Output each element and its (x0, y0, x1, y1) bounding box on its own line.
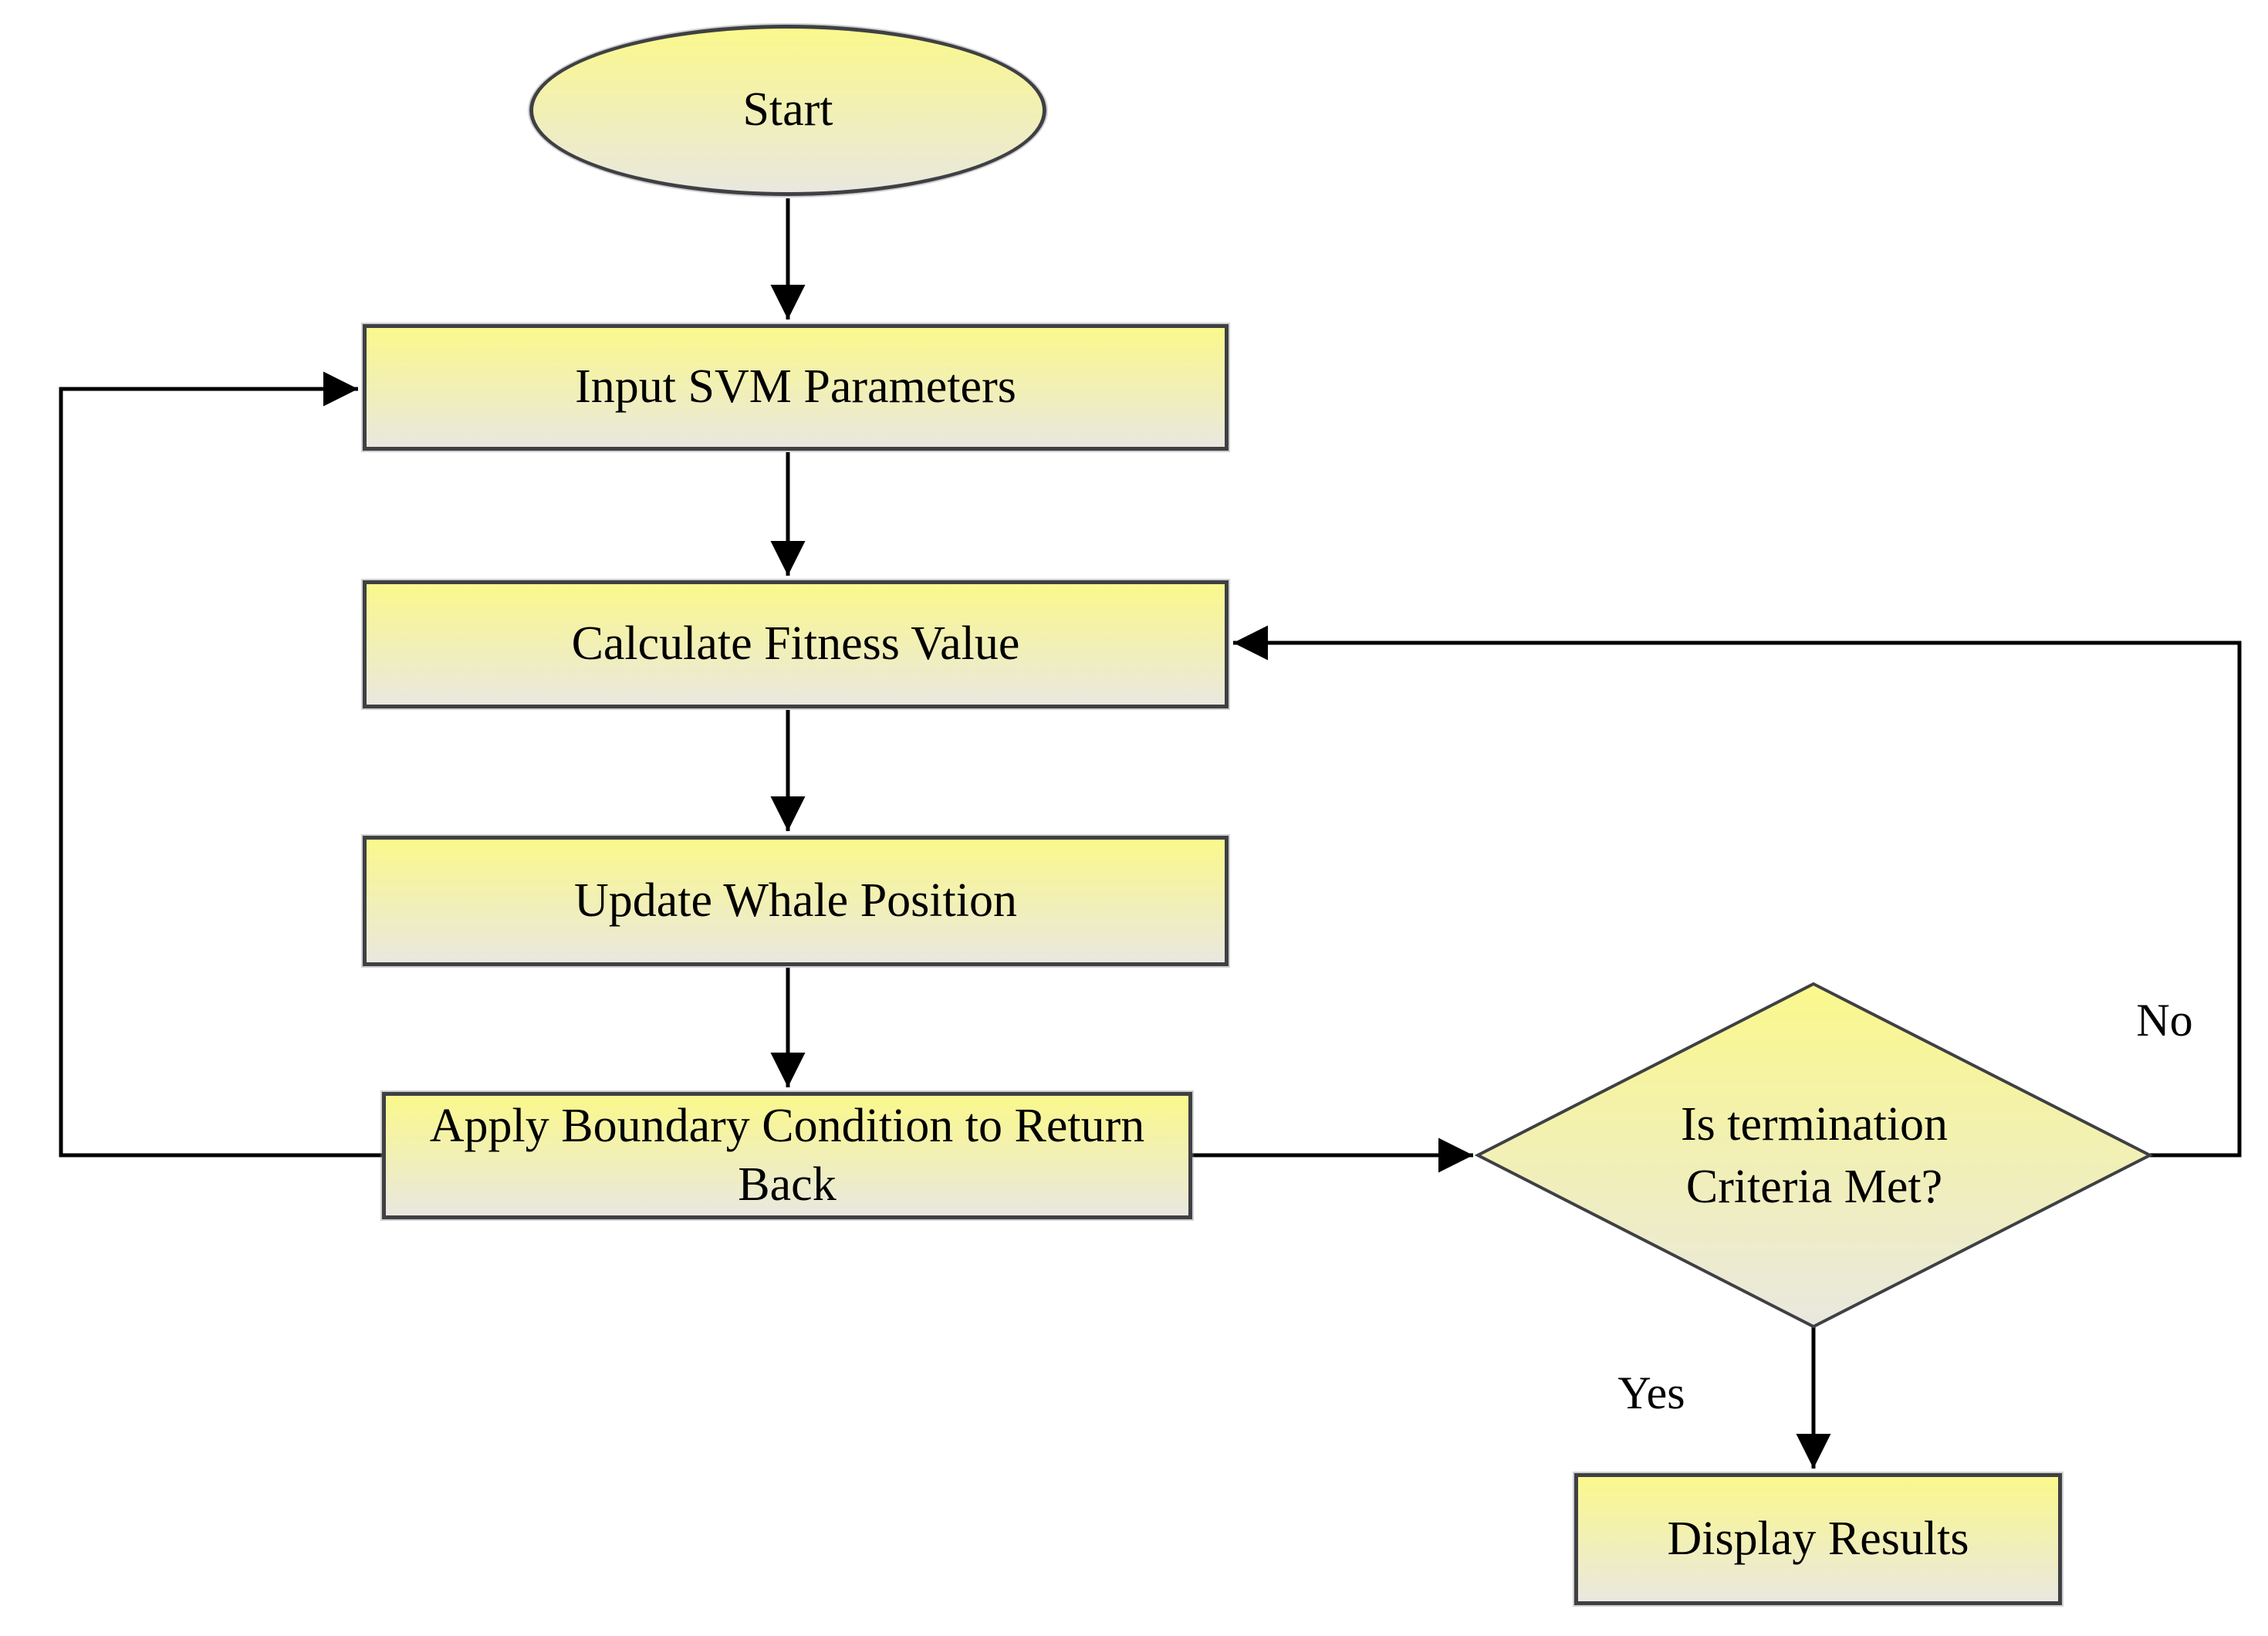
node-apply-boundary-condition-label: Apply Boundary Condition to Return Back (429, 1099, 1145, 1211)
edge-termination-no-to-calc-fitness (1233, 625, 2242, 1158)
node-update-whale-position: Update Whale Position (361, 834, 1230, 968)
node-apply-boundary-condition: Apply Boundary Condition to Return Back (380, 1090, 1194, 1221)
node-display-results: Display Results (1573, 1472, 2064, 1607)
node-display-results-label: Display Results (1667, 1512, 1969, 1565)
node-termination-decision-label-line2: Criteria Met? (1685, 1161, 1943, 1213)
edge-label-no: No (2136, 995, 2193, 1046)
node-input-svm-parameters-label: Input SVM Parameters (575, 360, 1016, 414)
node-termination-decision-label-line1: Is termination (1680, 1098, 1949, 1151)
node-calculate-fitness-value: Calculate Fitness Value (361, 579, 1230, 710)
node-termination-decision: Is termination Criteria Met? (1524, 1057, 2104, 1255)
decision-termination-shape (1474, 982, 2154, 1329)
node-start: Start (528, 23, 1048, 198)
edge-apply-boundary-loop-to-input-svm (59, 371, 382, 1158)
node-calculate-fitness-value-label: Calculate Fitness Value (571, 617, 1020, 671)
node-input-svm-parameters: Input SVM Parameters (361, 323, 1230, 452)
edge-label-yes: Yes (1617, 1367, 1685, 1418)
node-update-whale-position-label: Update Whale Position (574, 874, 1017, 927)
node-start-label: Start (742, 83, 833, 137)
